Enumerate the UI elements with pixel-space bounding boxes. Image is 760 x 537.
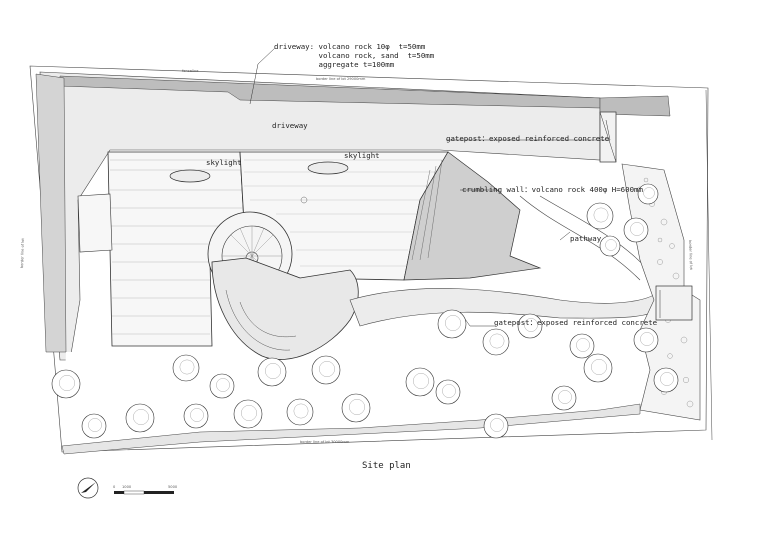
gatepost-label-top: gatepost：exposed reinforced concrete bbox=[446, 134, 610, 143]
rubble-band-bottom bbox=[61, 403, 641, 455]
tree-canopy-detail bbox=[133, 409, 149, 425]
tree-canopy-detail bbox=[59, 375, 75, 391]
tree-canopy-detail bbox=[524, 318, 538, 332]
tree-canopy-detail bbox=[88, 418, 102, 432]
gatepost-label-bottom: gatepost：exposed reinforced concrete bbox=[494, 318, 658, 327]
tree bbox=[586, 202, 614, 230]
skylight-label-1: skylight bbox=[206, 158, 242, 167]
tree bbox=[341, 393, 371, 423]
tree-canopy-detail bbox=[442, 384, 456, 398]
roof-hatching-right bbox=[244, 159, 444, 267]
driveway-spec-label: driveway: volcano rock 10φ t=50mm volcan… bbox=[274, 42, 435, 69]
tree bbox=[623, 217, 649, 243]
tree-canopy-detail bbox=[293, 403, 309, 419]
tree bbox=[51, 369, 81, 399]
tree-canopy-detail bbox=[190, 408, 204, 422]
wall-folds bbox=[411, 159, 443, 261]
tree-canopy-detail bbox=[319, 361, 335, 377]
roof-hatching-left bbox=[110, 159, 244, 335]
tree-canopy-detail bbox=[605, 239, 617, 251]
tree-canopy-detail bbox=[640, 332, 654, 346]
tree bbox=[405, 367, 435, 397]
tree bbox=[437, 309, 467, 339]
tree-canopy-detail bbox=[576, 338, 590, 352]
tree bbox=[183, 403, 209, 429]
tree-canopy-detail bbox=[349, 399, 365, 415]
tree-canopy-detail bbox=[241, 405, 257, 421]
gatepost-bottom bbox=[655, 285, 693, 321]
building-entry-block bbox=[77, 193, 113, 253]
skylight-1 bbox=[169, 169, 211, 183]
tree bbox=[653, 367, 679, 393]
tree bbox=[583, 353, 613, 383]
tree-canopy-detail bbox=[489, 333, 505, 349]
tree-canopy-detail bbox=[630, 222, 644, 236]
tree bbox=[311, 355, 341, 385]
tree bbox=[633, 327, 659, 353]
boundary-label-top: border line of lot 29000mm bbox=[316, 77, 366, 81]
tree bbox=[233, 399, 263, 429]
top-right-strip bbox=[599, 95, 671, 117]
drawing-title: Site plan bbox=[362, 461, 411, 471]
skylight-label-2: skylight bbox=[344, 151, 380, 160]
left-strip bbox=[35, 73, 67, 353]
tree-canopy-detail bbox=[265, 363, 281, 379]
tree-canopy-detail bbox=[445, 315, 461, 331]
driveway-label: driveway bbox=[272, 121, 308, 130]
garden-area bbox=[62, 290, 660, 448]
tree bbox=[257, 357, 287, 387]
tree-canopy-detail bbox=[490, 418, 504, 432]
scale-tick-1000: 1000 bbox=[122, 485, 132, 489]
tree bbox=[483, 413, 509, 439]
crumbling-wall-label: crumbling wall：volcano rock 400φ H=600mm bbox=[462, 185, 643, 194]
scale-tick-0: 0 bbox=[113, 485, 116, 489]
tree bbox=[599, 235, 621, 257]
tree bbox=[435, 379, 461, 405]
leader-lines bbox=[249, 47, 611, 327]
tree bbox=[286, 398, 314, 426]
north-arrow bbox=[77, 477, 99, 499]
tree-canopy-detail bbox=[591, 359, 607, 375]
skylight-2 bbox=[307, 161, 349, 175]
trees bbox=[51, 183, 679, 439]
tree bbox=[482, 328, 510, 356]
tree-canopy-detail bbox=[558, 390, 572, 404]
crumbling-wall bbox=[403, 151, 542, 281]
tree-canopy-detail bbox=[413, 373, 429, 389]
tree bbox=[569, 333, 595, 359]
right-boundary-line bbox=[705, 89, 713, 441]
tree bbox=[81, 413, 107, 439]
tree-canopy-detail bbox=[660, 372, 674, 386]
tree-canopy-detail bbox=[216, 378, 230, 392]
scale-bar bbox=[114, 490, 174, 495]
tree-canopy-detail bbox=[593, 207, 609, 223]
tree bbox=[209, 373, 235, 399]
scale-tick-5000: 5000 bbox=[168, 485, 178, 489]
fenceline-label: fenceline bbox=[182, 69, 199, 73]
tree-canopy-detail bbox=[179, 359, 195, 375]
tree bbox=[125, 403, 155, 433]
tree bbox=[172, 354, 200, 382]
tree-canopy-detail bbox=[643, 187, 655, 199]
tree bbox=[551, 385, 577, 411]
tree bbox=[517, 313, 543, 339]
boundary-label-bottom: border line of lot 30000mm bbox=[300, 440, 350, 444]
pathway-label: pathway bbox=[570, 234, 602, 243]
